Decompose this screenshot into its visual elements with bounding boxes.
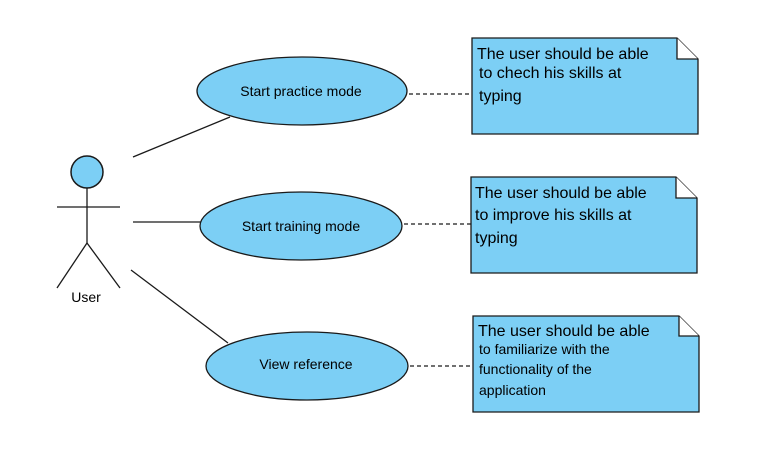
use-case-label: Start practice mode xyxy=(240,83,362,99)
note-fold xyxy=(675,177,697,199)
note-line: typing xyxy=(479,88,522,105)
actor-user[interactable]: User xyxy=(56,155,121,305)
note-line: The user should be able xyxy=(477,46,649,63)
note-line: typing xyxy=(475,230,518,247)
use-case-ellipse xyxy=(196,56,408,126)
note-shape xyxy=(472,315,700,413)
use-case-label: Start training mode xyxy=(242,218,360,234)
association-practice xyxy=(132,116,231,158)
note-line: application xyxy=(479,382,546,398)
note-shape xyxy=(470,176,698,274)
use-case-ellipse xyxy=(199,191,403,261)
use-case-label: View reference xyxy=(259,356,352,372)
use-case-start-training-mode[interactable]: Start training mode xyxy=(199,191,403,261)
actor-right-leg xyxy=(86,242,121,289)
use-case-start-practice-mode[interactable]: Start practice mode xyxy=(196,56,408,126)
note-line: functionality of the xyxy=(479,361,592,377)
note-line: The user should be able xyxy=(478,323,650,340)
note-shape xyxy=(471,37,699,135)
actor-label: User xyxy=(71,289,101,305)
note-fold xyxy=(678,316,699,337)
note-line: The user should be able xyxy=(475,185,647,202)
note-fold xyxy=(676,38,698,60)
association-reference xyxy=(130,269,229,344)
note-training[interactable]: The user should be able to improve his s… xyxy=(470,176,698,274)
note-practice[interactable]: The user should be able to chech his ski… xyxy=(471,37,699,135)
note-line: to chech his skills at xyxy=(479,65,622,82)
actor-head xyxy=(70,155,104,189)
note-reference[interactable]: The user should be able to familiarize w… xyxy=(472,315,700,413)
use-case-view-reference[interactable]: View reference xyxy=(205,331,409,401)
note-line: to improve his skills at xyxy=(475,207,632,224)
note-line: to familiarize with the xyxy=(479,341,610,357)
actor-left-leg xyxy=(56,242,88,289)
use-case-ellipse xyxy=(205,331,409,401)
